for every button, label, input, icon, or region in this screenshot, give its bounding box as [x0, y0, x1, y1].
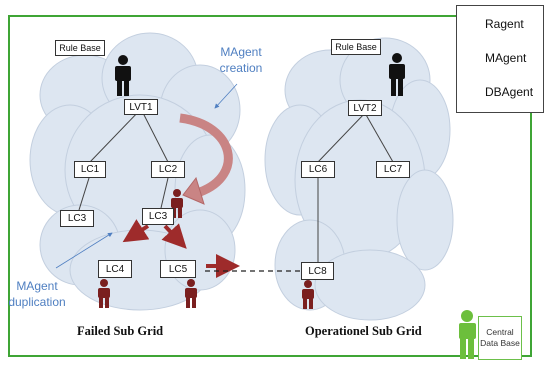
legend: Ragent MAgent DBAgent	[456, 5, 544, 113]
operational-tree-edges	[317, 112, 394, 262]
node-lc4: LC4	[98, 260, 132, 278]
node-lvt2: LVT2	[348, 100, 382, 116]
node-lc6: LC6	[301, 161, 335, 178]
failed-sub-grid-caption: Failed Sub Grid	[77, 324, 164, 338]
node-lvt1: LVT1	[124, 99, 158, 115]
magent-duplication-label: MAgent duplication	[8, 279, 66, 309]
legend-label-ragent: Ragent	[485, 17, 524, 31]
magent-person-icon	[302, 280, 314, 309]
legend-item-ragent: Ragent	[457, 8, 545, 42]
node-lc7: LC7	[376, 161, 410, 178]
legend-item-dbagent: DBAgent	[457, 76, 545, 110]
duplication-pointer	[55, 232, 113, 269]
operational-sub-grid-cloud	[264, 37, 454, 321]
grid-frame	[8, 15, 532, 357]
ragent-person-icon	[115, 55, 131, 96]
duplication-arrows	[122, 219, 240, 278]
failed-tree-edges	[78, 108, 169, 211]
node-lc1: LC1	[74, 161, 106, 178]
node-lc2: LC2	[151, 161, 185, 178]
rule-base-right: Rule Base	[331, 39, 381, 55]
magent-creation-arrowhead	[182, 176, 205, 205]
node-lc3-left: LC3	[60, 210, 94, 227]
node-lc5: LC5	[160, 260, 196, 278]
magent-creation-arrow	[179, 113, 233, 197]
ragent-person-icon	[389, 53, 405, 96]
node-lc8: LC8	[301, 262, 334, 280]
legend-item-magent: MAgent	[457, 42, 545, 76]
magent-person-icon	[171, 189, 183, 218]
node-lc3-center: LC3	[142, 208, 174, 225]
central-database-label: Central Data Base	[480, 327, 520, 348]
magent-person-icon	[185, 279, 197, 308]
magent-person-icon	[98, 279, 110, 308]
magent-creation-label: MAgent creation	[219, 45, 263, 75]
creation-pointer	[214, 83, 238, 109]
legend-label-magent: MAgent	[485, 51, 527, 65]
legend-label-dbagent: DBAgent	[485, 85, 534, 99]
dbagent-person-icon	[459, 310, 476, 359]
rule-base-left: Rule Base	[55, 40, 105, 56]
central-database-box: Central Data Base	[478, 316, 522, 360]
operational-sub-grid-caption: Operationel Sub Grid	[305, 324, 422, 338]
